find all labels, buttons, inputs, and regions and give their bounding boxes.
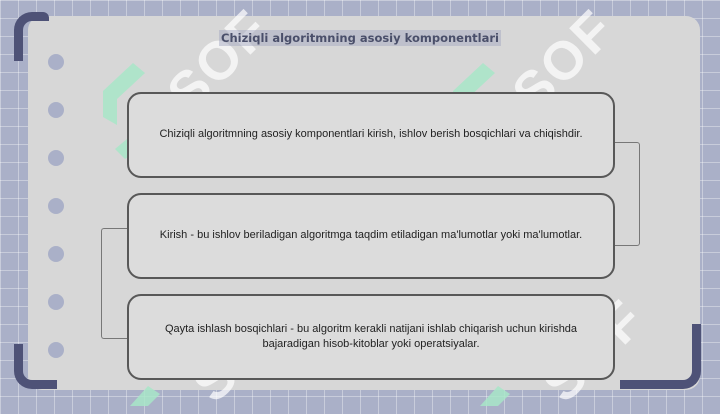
corner-bracket-bottom-right [620, 324, 701, 389]
card-notch [48, 198, 64, 214]
step-box-2: Kirish - bu ishlov beriladigan algoritmg… [127, 193, 615, 279]
step-text: Qayta ishlash bosqichlari - bu algoritm … [164, 322, 578, 350]
step-text: Kirish - bu ishlov beriladigan algoritmg… [159, 229, 583, 242]
corner-bracket-top-left [14, 12, 49, 61]
step-box-3: Qayta ishlash bosqichlari - bu algoritm … [127, 294, 615, 380]
connector-line [101, 228, 128, 339]
page-title-text: Chiziqli algoritmning asosiy komponentla… [219, 30, 501, 46]
card-notch [48, 150, 64, 166]
step-box-1: Chiziqli algoritmning asosiy komponentla… [127, 92, 615, 178]
card-notch [48, 294, 64, 310]
card-notch [48, 246, 64, 262]
step-text: Chiziqli algoritmning asosiy komponentla… [159, 128, 583, 141]
card-notch [48, 54, 64, 70]
connector-line [615, 142, 640, 246]
page-title: Chiziqli algoritmning asosiy komponentla… [0, 30, 720, 46]
card-notch [48, 102, 64, 118]
corner-bracket-bottom-left [14, 344, 57, 389]
